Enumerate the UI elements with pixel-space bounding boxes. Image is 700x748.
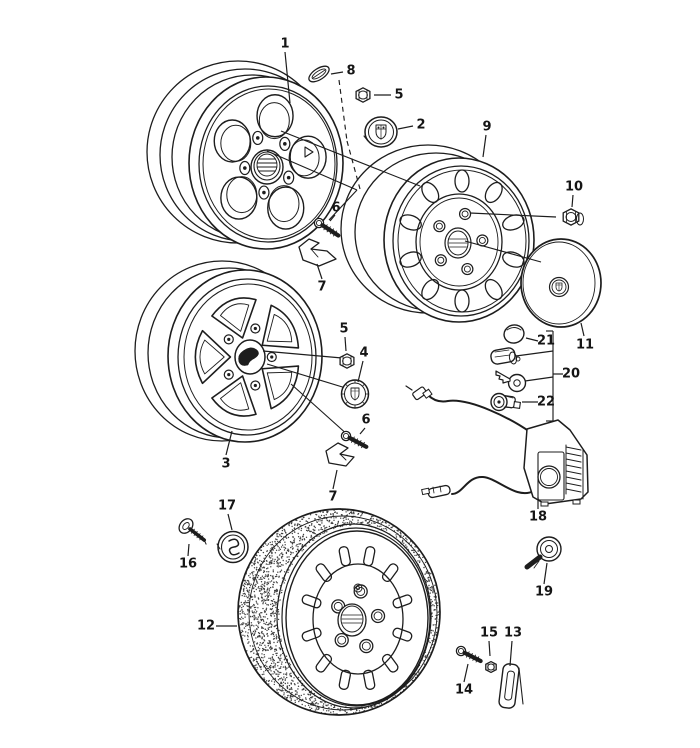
wheel-bolt-6b — [340, 430, 369, 449]
air-compressor-18 — [405, 385, 589, 507]
callout-label-5: 5 — [394, 88, 403, 103]
callout-label-13: 13 — [504, 626, 522, 641]
callout-label-6: 6 — [331, 201, 340, 216]
callout-label-5: 5 — [339, 322, 348, 337]
callout-label-3: 3 — [221, 457, 230, 472]
clamp-weight-7 — [298, 238, 337, 267]
lug-nut-10 — [562, 208, 584, 226]
callout-label-17: 17 — [218, 499, 236, 514]
callout-label-19: 19 — [535, 585, 553, 600]
callout-label-1: 1 — [280, 37, 289, 52]
callout-label-18: 18 — [529, 510, 547, 525]
callout-label-6: 6 — [361, 413, 370, 428]
callout-label-2: 2 — [416, 118, 425, 133]
spare-retainer-bolt-19 — [524, 536, 562, 570]
clamp-weight-7b — [325, 442, 355, 467]
callout-label-15: 15 — [480, 626, 498, 641]
callout-label-7: 7 — [317, 280, 326, 295]
cap-21 — [503, 324, 525, 344]
cap-17 — [216, 530, 249, 564]
callout-label-10: 10 — [565, 180, 583, 195]
lock-cylinder-22 — [490, 392, 522, 412]
steel-wheel-9 — [340, 144, 535, 323]
bracket-13 — [498, 663, 524, 709]
spare-wheel-12 — [237, 508, 441, 716]
callout-label-20: 20 — [562, 367, 580, 382]
screw-16 — [178, 518, 207, 545]
forged-five-spoke-wheel-3 — [134, 260, 323, 443]
callout-label-12: 12 — [197, 619, 215, 634]
nut-15 — [485, 660, 497, 674]
wheel-bolt-6 — [313, 217, 341, 238]
callout-label-22: 22 — [537, 395, 555, 410]
callout-label-8: 8 — [346, 64, 355, 79]
wheel-cover-11 — [520, 238, 602, 328]
alloy-wheel-1 — [146, 60, 344, 250]
reference-lines — [262, 79, 557, 437]
hex-bolt-14 — [455, 645, 483, 664]
center-cap-4 — [340, 379, 370, 409]
callout-label-16: 16 — [179, 557, 197, 572]
callout-label-11: 11 — [576, 338, 594, 353]
wheel-lock-set-20 — [490, 347, 527, 393]
lug-nut-5b — [339, 353, 355, 369]
callout-label-9: 9 — [482, 120, 491, 135]
callout-label-7: 7 — [328, 490, 337, 505]
callout-label-14: 14 — [455, 683, 473, 698]
lug-nut-5 — [355, 87, 371, 103]
balance-weight-8 — [308, 65, 330, 83]
callout-label-4: 4 — [359, 346, 368, 361]
center-cap-2 — [363, 116, 398, 148]
callout-label-21: 21 — [537, 334, 555, 349]
